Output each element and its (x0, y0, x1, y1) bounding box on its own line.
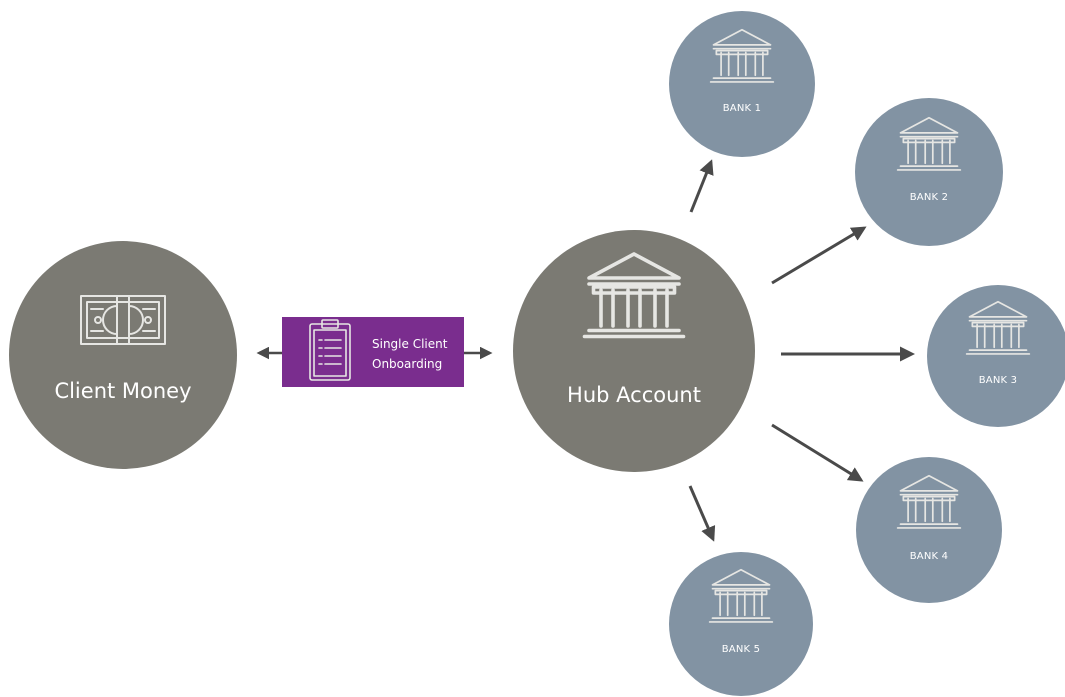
connectors (256, 159, 915, 542)
onboarding-box-background (282, 317, 464, 387)
client-money-circle (9, 241, 237, 469)
bank-1-circle (669, 11, 815, 157)
bank-3-label: BANK 3 (979, 375, 1017, 386)
bank-node-2: BANK 2 (855, 98, 1003, 246)
onboarding-label-line-2: Onboarding (372, 357, 442, 371)
bank-1-label: BANK 1 (723, 103, 761, 114)
arrow-to-bank-1 (689, 159, 714, 213)
client-money-node: Client Money (9, 241, 237, 469)
client-money-label: Client Money (54, 379, 191, 403)
arrow-to-bank-5 (688, 485, 716, 542)
bank-3-circle (927, 285, 1065, 427)
hub-account-node: Hub Account (513, 230, 755, 472)
hub-account-label: Hub Account (567, 383, 701, 407)
money-bill-icon (80, 295, 166, 345)
bank-node-1: BANK 1 (669, 11, 815, 157)
bank-4-label: BANK 4 (910, 551, 948, 562)
bank-5-label: BANK 5 (722, 644, 760, 655)
onboarding-box: Single Client Onboarding (282, 317, 464, 387)
bank-2-label: BANK 2 (910, 192, 948, 203)
arrow-to-bank-2 (771, 226, 867, 285)
arrow-to-bank-4 (771, 423, 864, 482)
bank-node-3: BANK 3 (927, 285, 1065, 427)
bank-2-circle (855, 98, 1003, 246)
bank-4-circle (856, 457, 1002, 603)
bank-node-4: BANK 4 (856, 457, 1002, 603)
onboarding-label-line-1: Single Client (372, 337, 448, 351)
bank-node-5: BANK 5 (669, 552, 813, 696)
hub-account-circle (513, 230, 755, 472)
bank-5-circle (669, 552, 813, 696)
clipboard-checklist-icon (309, 319, 351, 381)
